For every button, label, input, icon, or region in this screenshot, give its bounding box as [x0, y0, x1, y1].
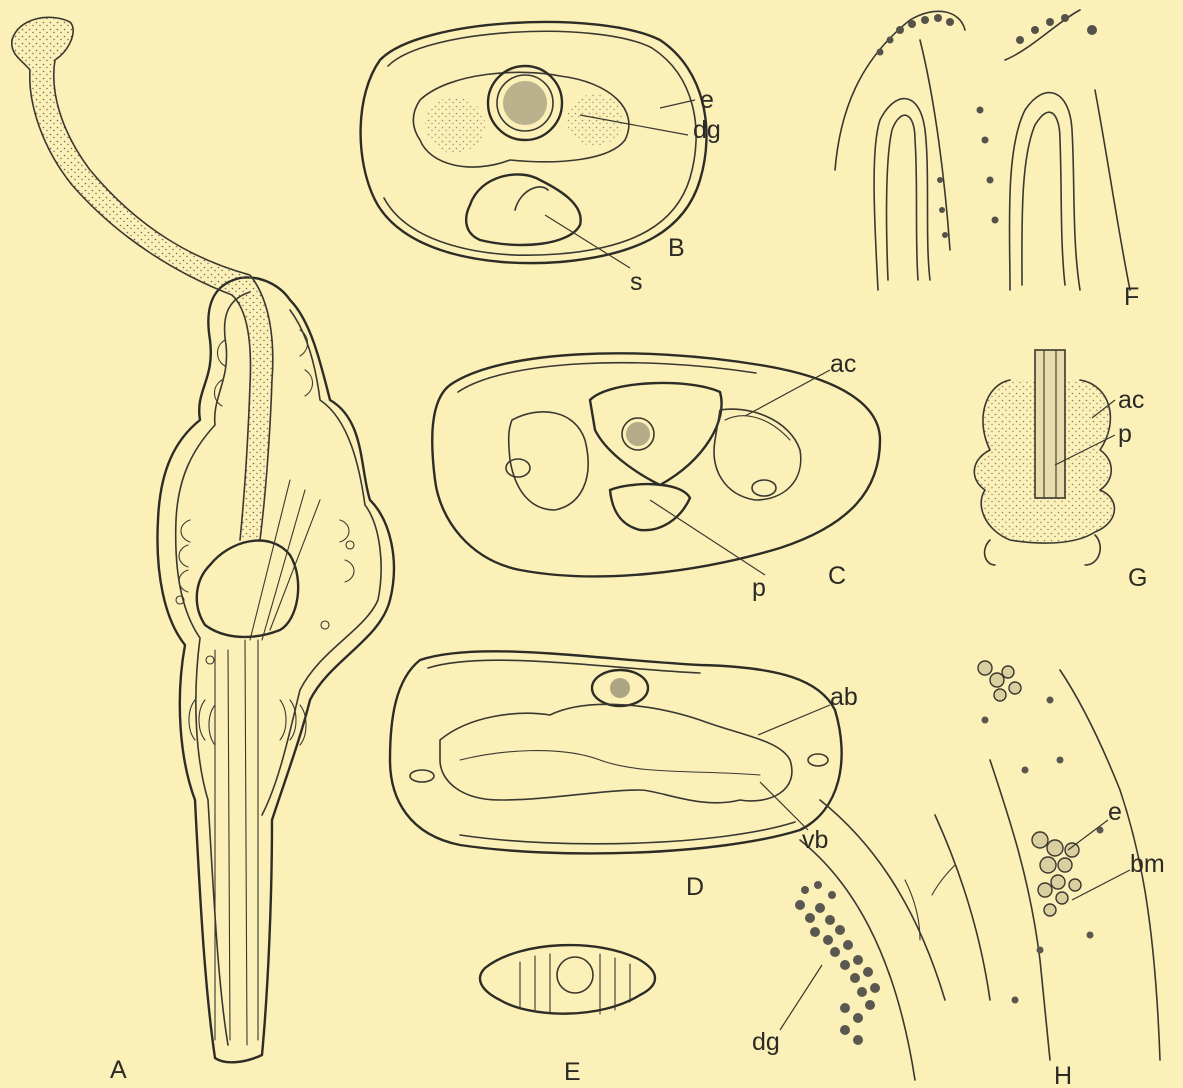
panel-a-drawing — [12, 17, 394, 1062]
annotation-h-bm: bm — [1130, 850, 1165, 878]
annotation-b-s: s — [630, 268, 643, 296]
annotation-c-ac: ac — [830, 350, 856, 378]
annotation-c-p: p — [752, 574, 766, 602]
panel-label-d: D — [686, 873, 704, 901]
annotation-b-dg: dg — [693, 116, 721, 144]
annotation-d-vb: vb — [802, 826, 828, 854]
panel-b-drawing — [361, 22, 707, 268]
panel-d-drawing — [390, 651, 842, 853]
panel-label-c: C — [828, 562, 846, 590]
panel-g-drawing — [974, 350, 1115, 565]
panel-label-f: F — [1124, 283, 1139, 311]
panel-h-drawing — [935, 661, 1160, 1060]
panel-label-g: G — [1128, 564, 1147, 592]
panel-c-drawing — [432, 353, 880, 576]
annotation-e-dg: dg — [752, 1028, 780, 1056]
annotation-d-ab: ab — [830, 683, 858, 711]
annotation-b-e: e — [700, 86, 714, 114]
panel-label-a: A — [110, 1056, 127, 1084]
panel-label-b: B — [668, 234, 685, 262]
annotation-g-p: p — [1118, 420, 1132, 448]
panel-label-e: E — [564, 1058, 581, 1086]
panel-e-drawing — [480, 945, 655, 1014]
annotation-g-ac: ac — [1118, 386, 1144, 414]
panel-label-h: H — [1054, 1062, 1072, 1088]
panel-f-drawing — [835, 10, 1130, 290]
annotation-h-e: e — [1108, 798, 1122, 826]
